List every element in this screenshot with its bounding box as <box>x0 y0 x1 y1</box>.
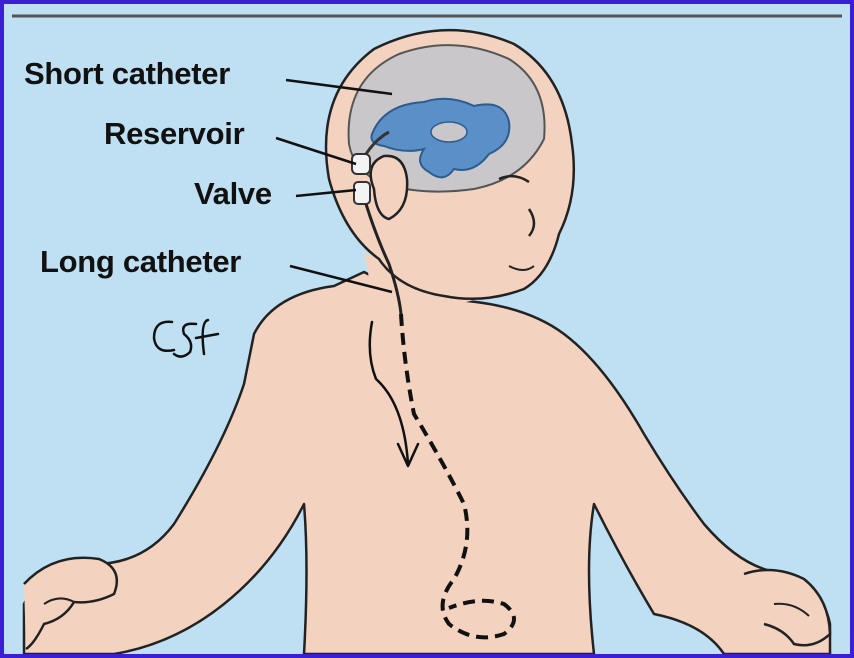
valve-device <box>354 182 370 204</box>
shunt-illustration <box>4 4 850 654</box>
torso <box>24 272 830 654</box>
label-reservoir: Reservoir <box>104 116 244 152</box>
label-short-catheter: Short catheter <box>24 56 230 92</box>
handwritten-csf <box>154 320 218 357</box>
label-long-catheter: Long catheter <box>40 244 241 280</box>
label-valve: Valve <box>194 176 272 212</box>
